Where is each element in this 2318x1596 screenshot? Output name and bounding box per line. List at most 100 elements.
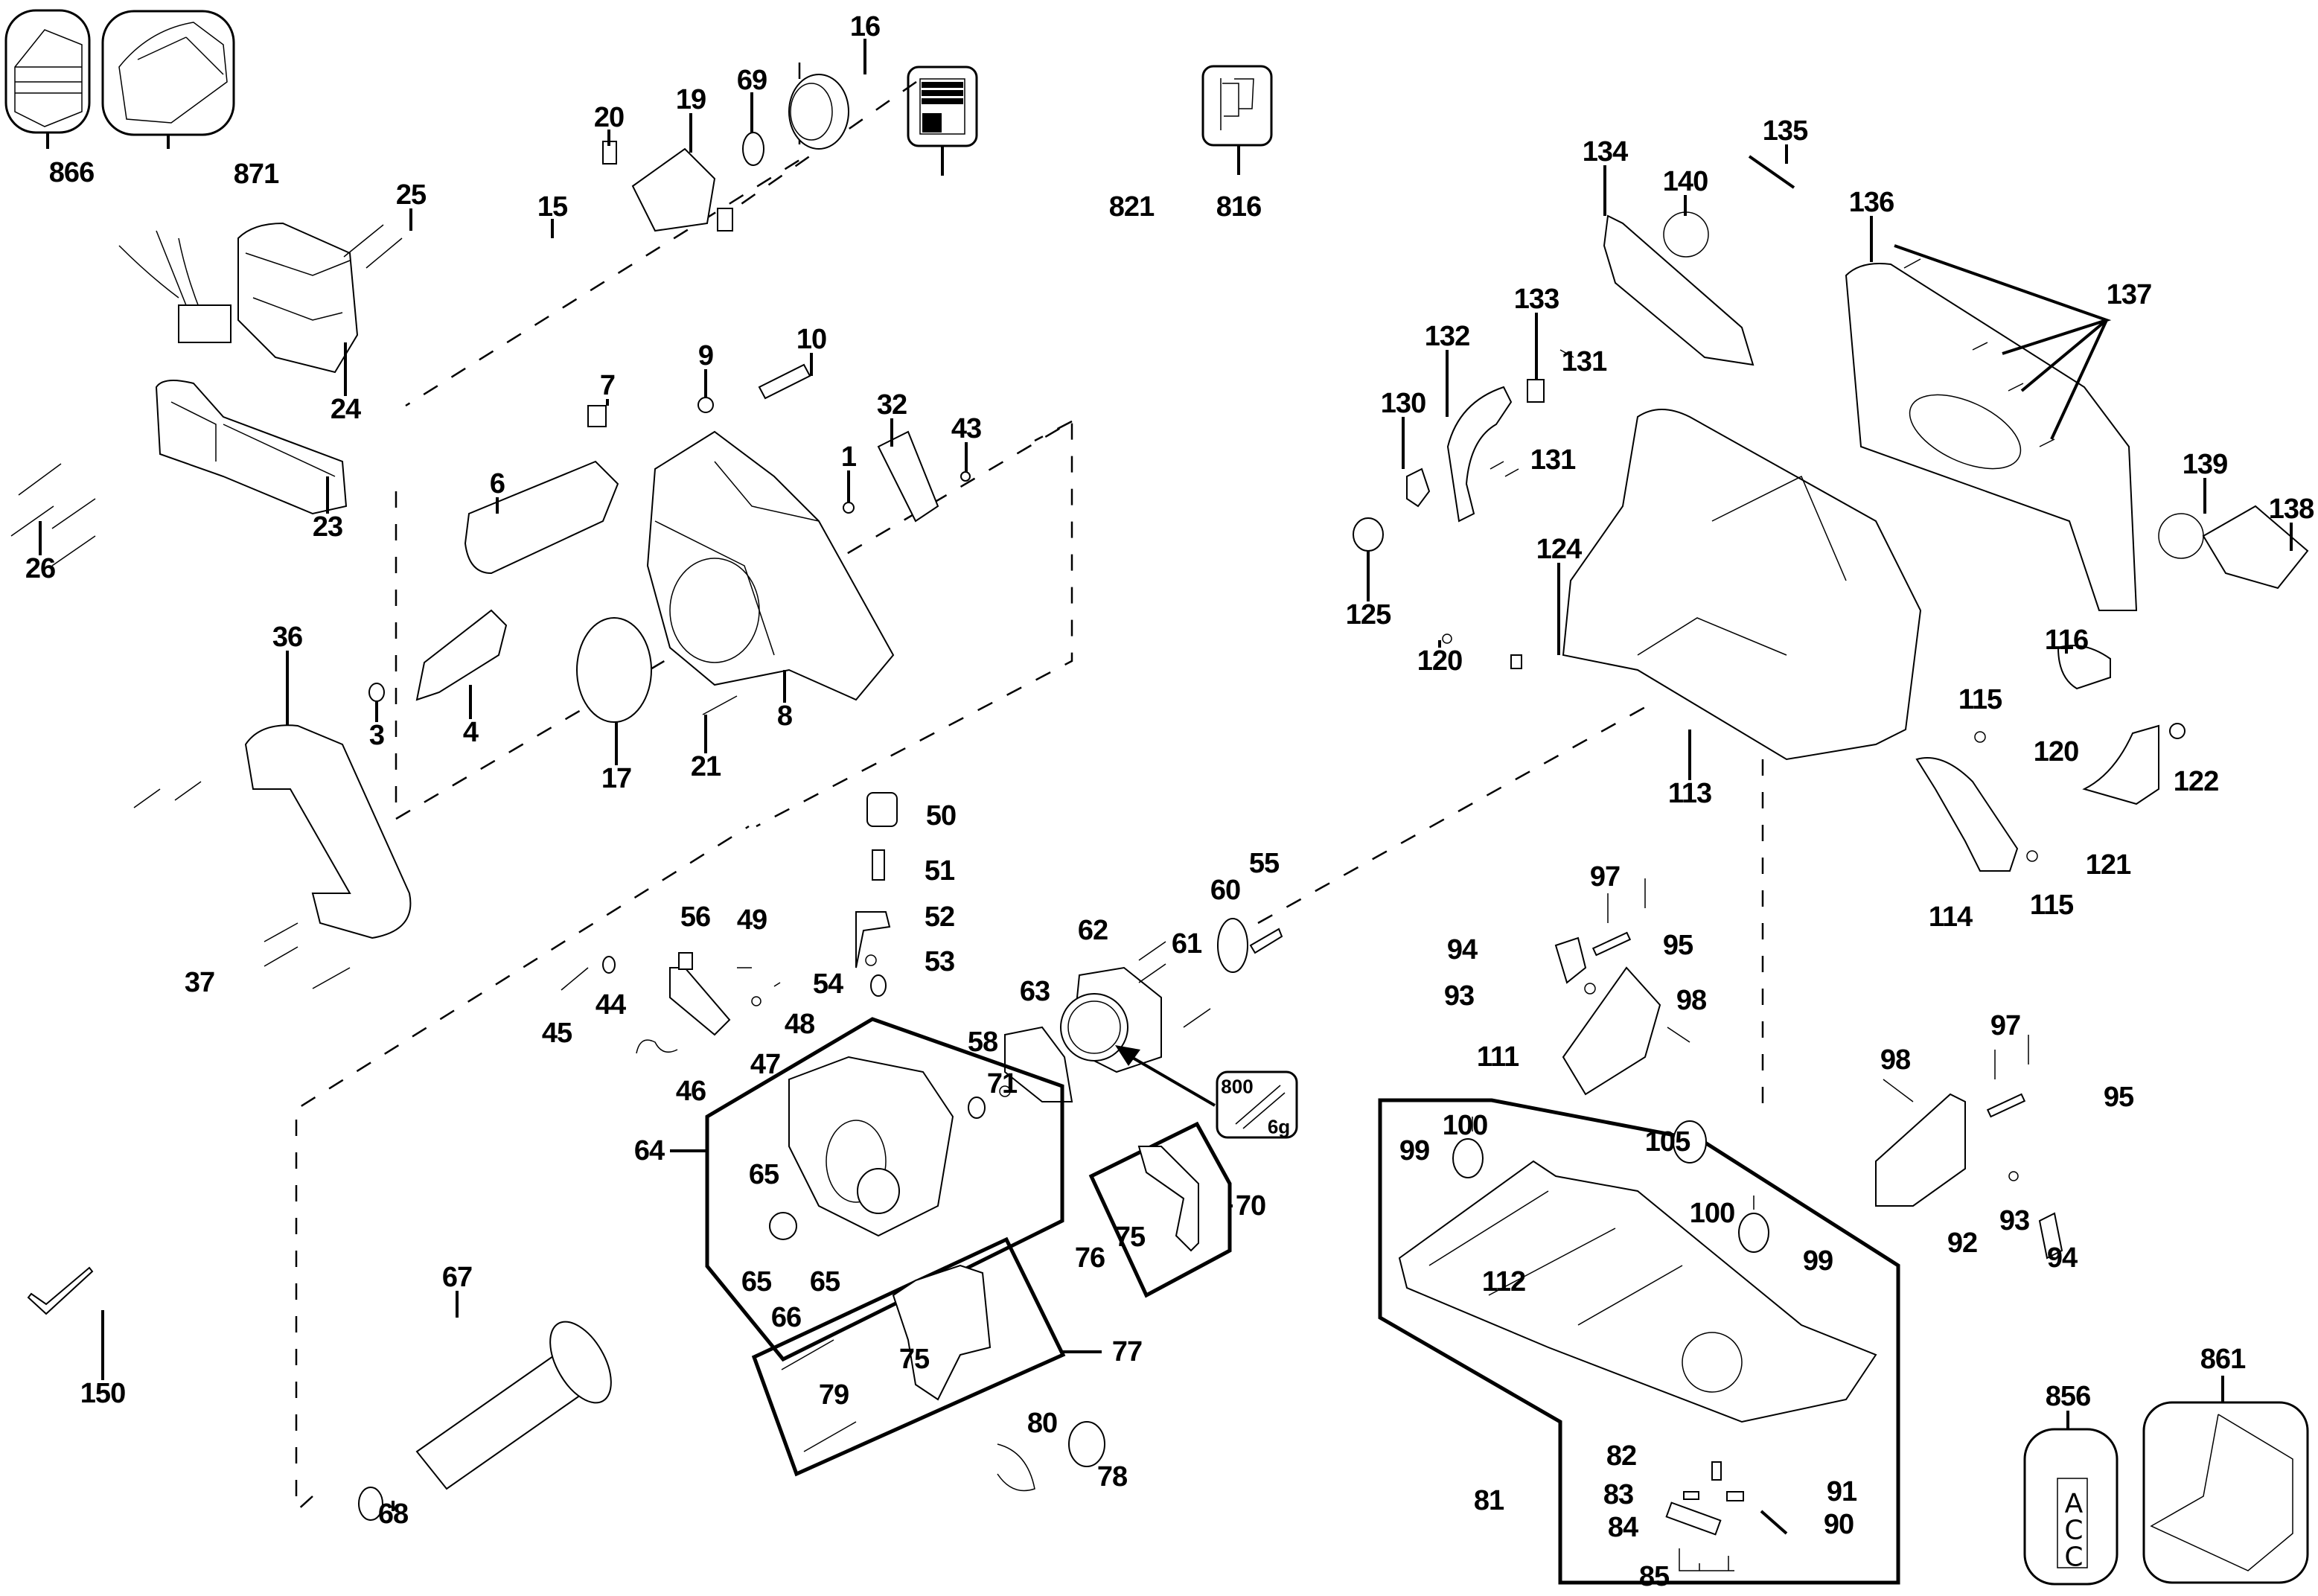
part-callout-51: 51 <box>924 855 955 887</box>
link-77 <box>892 1264 992 1401</box>
part-callout-32: 32 <box>876 389 907 421</box>
screws-137 <box>1903 258 2055 447</box>
sleeve-16 <box>788 74 849 150</box>
part-callout-78: 78 <box>1096 1461 1128 1493</box>
handle-6 <box>464 460 619 575</box>
part-callout-68: 68 <box>377 1498 409 1530</box>
cover-116 <box>2057 645 2111 690</box>
grease-quantity-label: 800 <box>1221 1075 1254 1098</box>
part-callout-65: 65 <box>809 1266 840 1297</box>
guard-121 <box>2082 724 2159 805</box>
part-callout-125: 125 <box>1345 599 1391 631</box>
part-callout-66: 66 <box>770 1302 802 1333</box>
pin-10 <box>758 363 811 400</box>
part-callout-19: 19 <box>675 84 706 115</box>
part-callout-4: 4 <box>462 717 479 748</box>
screw-21 <box>702 695 738 715</box>
manual-box-816 <box>1201 65 1273 175</box>
spring-80 <box>997 1443 1035 1492</box>
part-callout-866: 866 <box>48 157 95 188</box>
screws-49 <box>737 967 781 987</box>
screws-15 <box>343 224 403 269</box>
part-callout-53: 53 <box>924 946 955 977</box>
part-callout-97: 97 <box>1990 1010 2021 1041</box>
part-callout-24: 24 <box>330 394 361 425</box>
accessory-letter-3: C <box>2064 1542 2084 1573</box>
part-callout-130: 130 <box>1380 388 1426 419</box>
washer-115 <box>1974 731 1986 743</box>
upper-guard-136 <box>1845 263 2138 611</box>
pin-98 <box>1667 1027 1690 1043</box>
knob-94b <box>2038 1212 2063 1260</box>
part-callout-82: 82 <box>1606 1440 1637 1472</box>
part-callout-77: 77 <box>1111 1336 1143 1367</box>
group-outline-70 <box>1088 1121 1232 1298</box>
part-callout-56: 56 <box>680 901 711 933</box>
label-box-821 <box>907 66 978 176</box>
oring-139 <box>2158 513 2204 559</box>
part-callout-97: 97 <box>1589 861 1621 893</box>
bolt-55 <box>1249 928 1283 954</box>
brush-20b <box>717 208 733 232</box>
part-callout-65: 65 <box>748 1159 779 1190</box>
battery-housing-23 <box>155 380 348 515</box>
lever-4 <box>415 609 508 701</box>
carry-case-861 <box>2142 1376 2309 1584</box>
plate-95b <box>1986 1093 2026 1118</box>
part-callout-121: 121 <box>2085 849 2131 881</box>
part-callout-137: 137 <box>2106 279 2152 310</box>
part-callout-150: 150 <box>80 1378 126 1409</box>
ring-58 <box>999 1085 1011 1097</box>
part-callout-44: 44 <box>595 989 626 1021</box>
part-callout-105: 105 <box>1644 1126 1690 1158</box>
washer-93b <box>2008 1171 2019 1181</box>
accessory-letter-1: A <box>2064 1488 2084 1519</box>
part-callout-70: 70 <box>1235 1190 1266 1222</box>
part-callout-37: 37 <box>184 967 215 998</box>
gear-housing-64 <box>769 1056 986 1240</box>
part-callout-90: 90 <box>1823 1509 1854 1540</box>
part-callout-132: 132 <box>1424 321 1470 352</box>
screw-100 <box>1472 1117 1755 1210</box>
part-callout-47: 47 <box>750 1049 781 1080</box>
part-callout-20: 20 <box>593 102 625 133</box>
part-callout-120: 120 <box>2033 736 2079 767</box>
screws-97 <box>1607 878 1646 923</box>
part-callout-138: 138 <box>2268 494 2314 525</box>
lever-47 <box>669 967 731 1036</box>
group-outline-81 <box>1378 1098 1900 1585</box>
stop-133 <box>1527 379 1545 403</box>
part-callout-7: 7 <box>599 370 616 401</box>
part-callout-1: 1 <box>840 441 857 473</box>
part-callout-100: 100 <box>1442 1110 1488 1141</box>
clip-53 <box>865 954 877 966</box>
clip-124 <box>1510 654 1522 669</box>
part-callout-95: 95 <box>1662 930 1693 961</box>
switch-32 <box>877 430 939 523</box>
part-callout-93: 93 <box>1999 1205 2030 1236</box>
screws-37 <box>133 781 351 989</box>
part-callout-856: 856 <box>2045 1381 2091 1412</box>
part-callout-15: 15 <box>537 191 568 223</box>
part-callout-60: 60 <box>1210 875 1241 906</box>
part-callout-91: 91 <box>1826 1476 1857 1507</box>
charger-box <box>101 10 235 149</box>
screws-97b <box>1994 1035 2029 1079</box>
part-callout-9: 9 <box>697 340 714 371</box>
part-callout-55: 55 <box>1248 848 1280 879</box>
part-callout-52: 52 <box>924 901 955 933</box>
part-callout-80: 80 <box>1027 1408 1058 1439</box>
part-callout-99: 99 <box>1399 1135 1430 1166</box>
part-callout-115: 115 <box>2029 890 2074 921</box>
bracket-92 <box>1875 1093 1966 1207</box>
clip-83 <box>1683 1491 1699 1500</box>
rear-handle-36 <box>244 724 412 939</box>
part-callout-48: 48 <box>784 1009 815 1040</box>
part-callout-85: 85 <box>1638 1561 1670 1592</box>
grease-box <box>1115 1045 1298 1139</box>
part-callout-83: 83 <box>1603 1479 1634 1510</box>
part-callout-112: 112 <box>1481 1266 1526 1297</box>
pin-90 <box>1760 1510 1788 1535</box>
part-callout-3: 3 <box>368 720 385 751</box>
